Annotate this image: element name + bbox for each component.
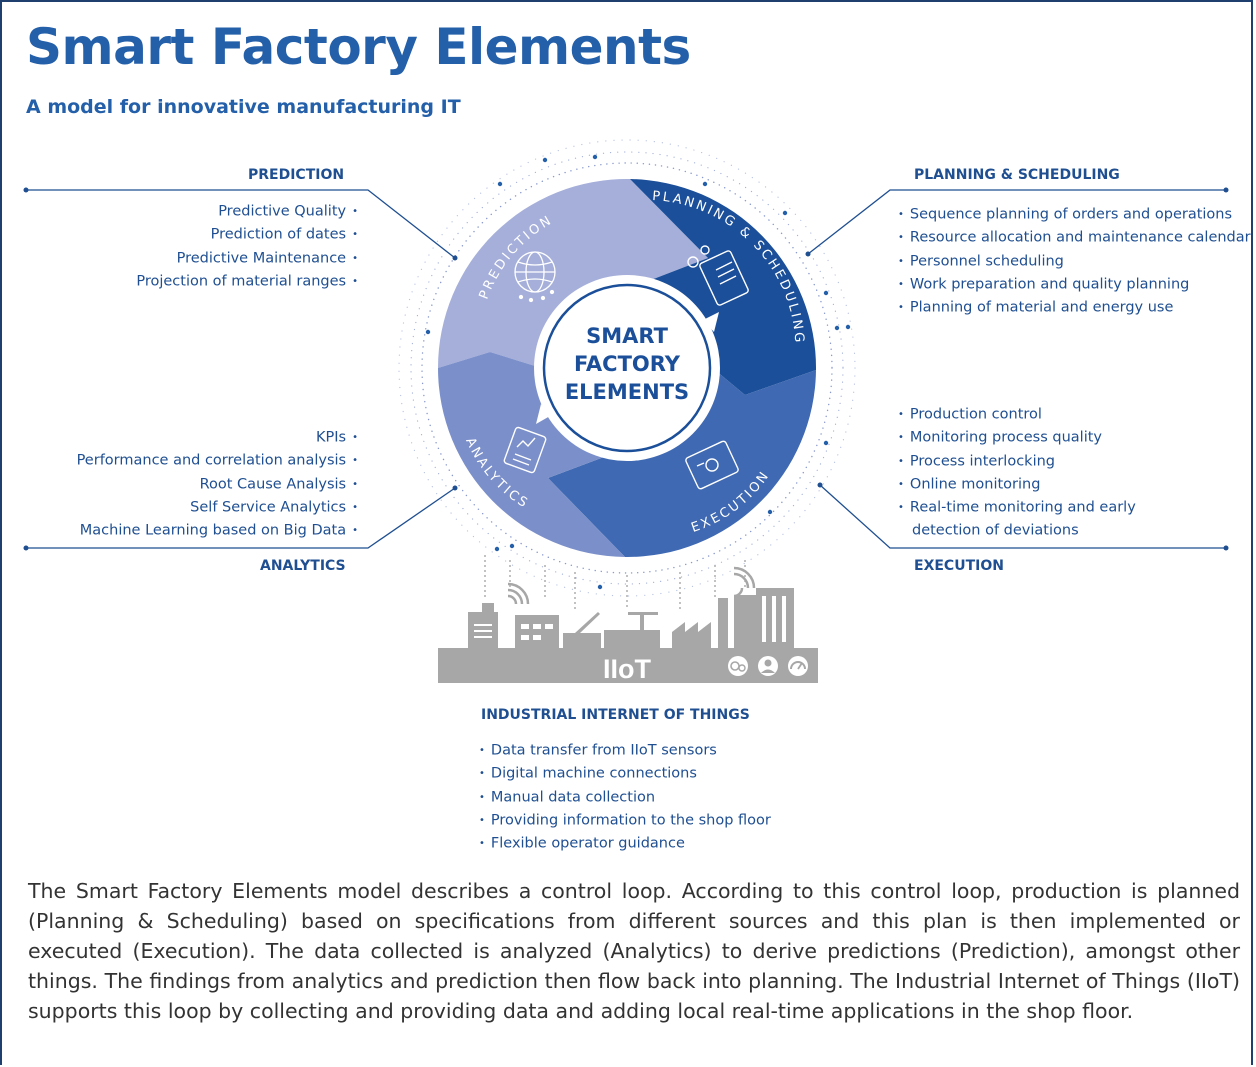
analytics-list: KPIs Performance and correlation analysi… [77, 426, 358, 542]
list-item: Monitoring process quality [898, 426, 1136, 449]
list-item: Machine Learning based on Big Data [77, 519, 358, 542]
smart-factory-diagram: SMART FACTORY ELEMENTS PREDICTION PLANNI… [23, 139, 1229, 684]
list-item: Personnel scheduling [898, 250, 1251, 273]
prediction-list: Predictive Quality Prediction of dates P… [136, 200, 358, 293]
factory-skyline-icon [438, 588, 818, 683]
list-item: Data transfer from IIoT sensors [479, 739, 771, 762]
list-item: Manual data collection [479, 786, 771, 809]
list-item: Predictive Maintenance [136, 247, 358, 270]
analytics-segment [438, 352, 628, 557]
connector-endpoints [23, 187, 1229, 551]
list-item: Performance and correlation analysis [77, 449, 358, 472]
analytics-title: ANALYTICS [260, 558, 346, 574]
list-item: KPIs [77, 426, 358, 449]
prediction-title: PREDICTION [248, 167, 345, 183]
iiot-title: INDUSTRIAL INTERNET OF THINGS [481, 707, 750, 723]
list-item: Work preparation and quality planning [898, 273, 1251, 296]
wifi-signal-icon [507, 566, 756, 605]
connector-lines [26, 189, 1226, 549]
list-item: Flexible operator guidance [479, 832, 771, 855]
center-label-line1: SMART [586, 324, 669, 348]
list-item: Production control [898, 403, 1136, 426]
planning-list: Sequence planning of orders and operatio… [898, 203, 1251, 319]
tablet-analytics-icon [503, 426, 547, 474]
ring-dots [425, 154, 851, 590]
gauge-icon [788, 656, 808, 676]
list-item: Planning of material and energy use [898, 296, 1251, 319]
list-item: Self Service Analytics [77, 496, 358, 519]
list-item: Sequence planning of orders and operatio… [898, 203, 1251, 226]
list-item: Predictive Quality [136, 200, 358, 223]
execution-list: Production control Monitoring process qu… [898, 403, 1136, 543]
planning-title: PLANNING & SCHEDULING [914, 167, 1120, 183]
description-paragraph: The Smart Factory Elements model describ… [28, 879, 1240, 1023]
list-item: Providing information to the shop floor [479, 809, 771, 832]
execution-segment [548, 370, 816, 558]
list-item: Online monitoring [898, 473, 1136, 496]
worker-icon [758, 656, 778, 676]
iiot-list: Data transfer from IIoT sensors Digital … [479, 739, 771, 855]
tablet-planning-icon [687, 245, 749, 306]
execution-title: EXECUTION [914, 558, 1004, 574]
list-item: Prediction of dates [136, 223, 358, 246]
list-item: Root Cause Analysis [77, 473, 358, 496]
list-item: Process interlocking [898, 450, 1136, 473]
factory-windows [474, 596, 786, 642]
data-flow-lines [484, 555, 746, 612]
page-subtitle: A model for innovative manufacturing IT [26, 96, 461, 118]
globe-network-icon [514, 251, 556, 303]
center-hub: SMART FACTORY ELEMENTS [534, 275, 720, 461]
dotted-rings [398, 139, 856, 597]
list-item-continued: detection of deviations [912, 523, 1079, 540]
list-item: Projection of material ranges [136, 270, 358, 293]
prediction-segment [438, 178, 708, 370]
list-item: Resource allocation and maintenance cale… [898, 226, 1251, 249]
planning-segment [630, 179, 817, 395]
list-item: Real-time monitoring and early [898, 496, 1136, 519]
list-item: Digital machine connections [479, 762, 771, 785]
tablet-execution-icon [685, 440, 739, 490]
iiot-label: IIoT [603, 654, 651, 684]
center-label-line3: ELEMENTS [565, 380, 689, 404]
center-label-line2: FACTORY [574, 352, 681, 376]
page-title: Smart Factory Elements [26, 18, 691, 76]
gear-icon [728, 656, 748, 676]
